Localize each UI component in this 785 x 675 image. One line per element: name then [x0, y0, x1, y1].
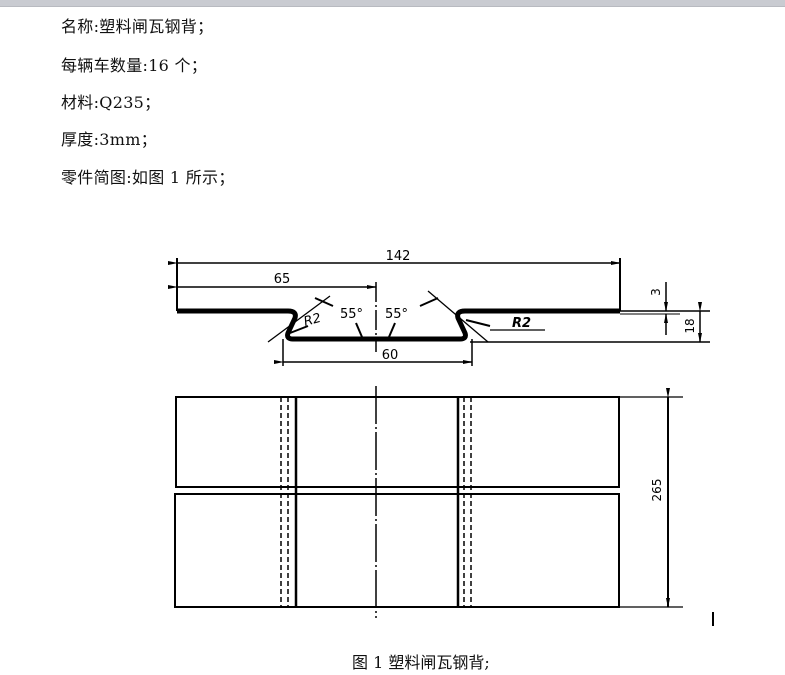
- window-top-border: [0, 0, 785, 7]
- dim-265: 265: [650, 479, 664, 502]
- field-thickness: 厚度:3mm；: [61, 130, 158, 149]
- dim-3: 3: [649, 288, 663, 296]
- field-sketch-ref: 零件简图:如图 1 所示；: [61, 168, 235, 187]
- dim-18: 18: [683, 318, 697, 333]
- field-material: 材料:Q235；: [61, 93, 161, 112]
- figure-caption: 图 1 塑料闸瓦钢背;: [352, 653, 490, 672]
- dim-60: 60: [382, 348, 399, 363]
- radius-right: R2: [512, 316, 531, 331]
- field-name: 名称:塑料闸瓦钢背；: [61, 17, 214, 36]
- dim-142: 142: [386, 249, 411, 264]
- radius-left: R2: [302, 311, 323, 330]
- text-cursor: [712, 612, 714, 626]
- angle-left: 55°: [340, 307, 363, 322]
- plan-view: 265: [174, 386, 683, 618]
- dim-65: 65: [274, 272, 291, 287]
- angle-right: 55°: [385, 307, 408, 322]
- section-view: 142 65 60 55° 55° R2 R2 3 18: [168, 249, 710, 366]
- field-quantity: 每辆车数量:16 个；: [61, 56, 208, 75]
